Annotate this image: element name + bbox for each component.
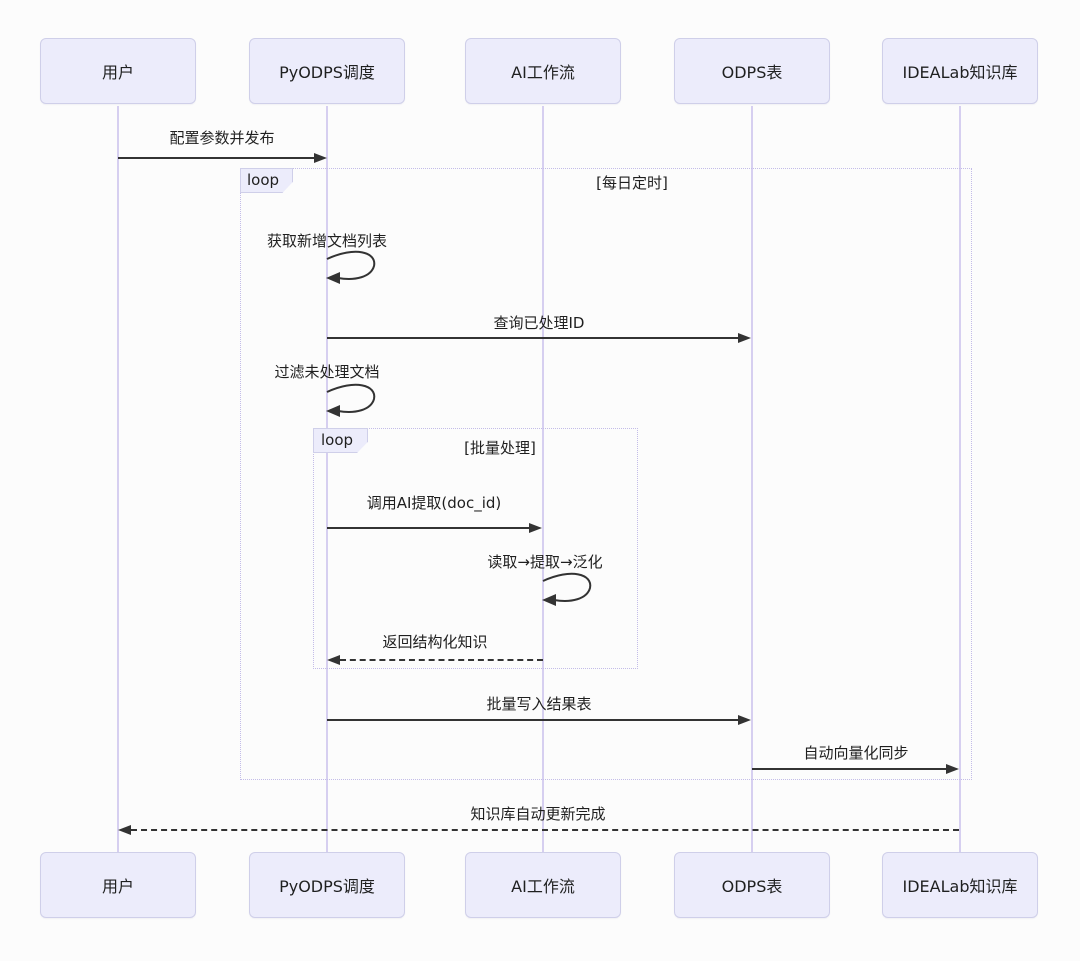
loop-box-batch (313, 428, 638, 669)
actor-label: AI工作流 (511, 877, 575, 896)
loop-label-daily: loop (240, 168, 293, 193)
self-loop-arrow-icon (326, 250, 376, 284)
lifeline-idealab (959, 106, 961, 852)
message-line-batch-write-results (327, 719, 739, 721)
message-label-read-extract-generalize: 读取→提取→泛化 (487, 553, 603, 571)
loop-guard-daily: [每日定时] (596, 174, 668, 192)
actor-idealab-top: IDEALab知识库 (882, 38, 1038, 104)
lifeline-pyodps (326, 106, 328, 852)
actor-label: PyODPS调度 (279, 63, 375, 82)
actor-odps-table-top: ODPS表 (674, 38, 830, 104)
actor-label: PyODPS调度 (279, 877, 375, 896)
message-line-query-processed-id (327, 337, 739, 339)
self-loop-arrow-icon (542, 572, 592, 606)
actor-odps-table-bottom: ODPS表 (674, 852, 830, 918)
actor-idealab-bottom: IDEALab知识库 (882, 852, 1038, 918)
message-line-auto-vectorize-sync (752, 768, 947, 770)
actor-label: 用户 (101, 877, 134, 896)
actor-user-bottom: 用户 (40, 852, 196, 918)
message-label-return-structured-knowledge: 返回结构化知识 (382, 633, 488, 651)
loop-label-batch: loop (313, 428, 368, 453)
message-label-call-ai-extract: 调用AI提取(doc_id) (366, 494, 502, 512)
actor-label: 用户 (101, 63, 134, 82)
lifeline-odps-table (751, 106, 753, 852)
message-line-call-ai-extract (327, 527, 530, 529)
loop-box-daily (240, 168, 972, 780)
self-loop-arrow-icon (326, 383, 376, 417)
message-label-batch-write-results: 批量写入结果表 (486, 695, 592, 713)
loop-guard-batch: [批量处理] (464, 439, 536, 457)
message-line-configure-publish (118, 157, 315, 159)
actor-label: ODPS表 (721, 877, 783, 896)
arrowhead-right-icon (946, 764, 959, 774)
lifeline-ai-workflow (542, 106, 544, 852)
message-label-query-processed-id: 查询已处理ID (493, 314, 585, 332)
arrowhead-right-icon (314, 153, 327, 163)
message-label-filter-unprocessed: 过滤未处理文档 (274, 363, 380, 381)
message-label-kb-update-complete: 知识库自动更新完成 (470, 805, 606, 823)
actor-ai-workflow-top: AI工作流 (465, 38, 621, 104)
arrowhead-left-icon (327, 655, 340, 665)
message-label-fetch-new-docs: 获取新增文档列表 (266, 232, 388, 250)
message-label-configure-publish: 配置参数并发布 (169, 129, 275, 147)
arrowhead-right-icon (529, 523, 542, 533)
message-label-auto-vectorize-sync: 自动向量化同步 (803, 744, 909, 762)
actor-label: AI工作流 (511, 63, 575, 82)
actor-label: IDEALab知识库 (902, 63, 1018, 82)
actor-pyodps-top: PyODPS调度 (249, 38, 405, 104)
message-line-kb-update-complete (131, 829, 959, 831)
actor-user-top: 用户 (40, 38, 196, 104)
actor-label: IDEALab知识库 (902, 877, 1018, 896)
actor-ai-workflow-bottom: AI工作流 (465, 852, 621, 918)
arrowhead-right-icon (738, 715, 751, 725)
arrowhead-left-icon (118, 825, 131, 835)
arrowhead-right-icon (738, 333, 751, 343)
lifeline-user (117, 106, 119, 852)
actor-label: ODPS表 (721, 63, 783, 82)
actor-pyodps-bottom: PyODPS调度 (249, 852, 405, 918)
message-line-return-structured-knowledge (340, 659, 543, 661)
